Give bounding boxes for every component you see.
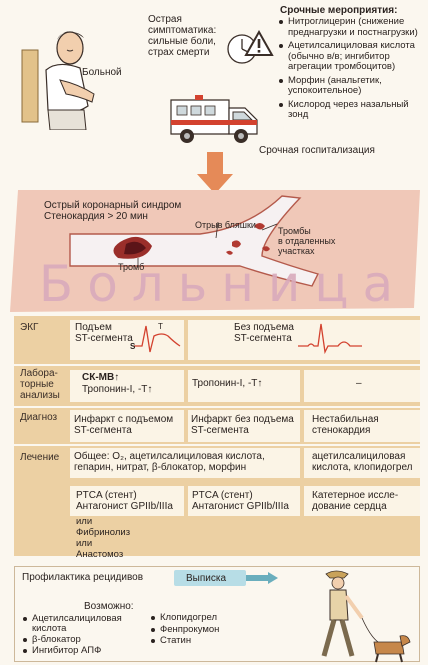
treatment-col3-cell bbox=[304, 448, 420, 478]
urgent-list: Нитроглицерин (снижение преднагрузки и п… bbox=[278, 16, 424, 124]
treatment-label: Лечение bbox=[20, 452, 60, 463]
treatment-c3-cell bbox=[304, 486, 420, 516]
discharge-arrow bbox=[246, 572, 278, 584]
diagnosis-cell-2 bbox=[188, 410, 300, 442]
distal-thrombi-label: Тромбы в отдаленных участках bbox=[278, 226, 336, 256]
ecg-cell-st-no bbox=[188, 320, 420, 360]
treatment-general: Общее: O₂, ацетилсалициловая кислота,геп… bbox=[74, 451, 265, 473]
st-no-label: Без подъема ST-сегмента bbox=[234, 322, 294, 344]
symptoms-text: Острая симптоматика: сильные боли, страх… bbox=[148, 14, 217, 58]
prevention-right-list: Клопидогрел Фенпрокумон Статин bbox=[150, 612, 240, 648]
treatment-stemi-pci: PTCA (стент)Антагонист GPIIb/IIIa bbox=[76, 490, 173, 512]
possible-label: Возможно: bbox=[84, 601, 134, 612]
prevention-item: Статин bbox=[150, 635, 240, 647]
lab-troponin-1: Тропонин-I, -T↑ bbox=[82, 384, 153, 395]
diagnosis-label: Диагноз bbox=[20, 412, 58, 423]
lab-ckmb: СК-МВ↑ bbox=[82, 372, 120, 383]
lab-none: – bbox=[356, 378, 362, 389]
prevention-item: β-блокатор bbox=[22, 635, 130, 645]
lab-cell-2 bbox=[188, 370, 300, 402]
diagnosis-cell-1 bbox=[70, 410, 184, 442]
lab-troponin-2: Тропонин-I, -T↑ bbox=[192, 378, 263, 389]
treatment-c2-cell bbox=[188, 486, 300, 516]
ambulance-icon bbox=[170, 95, 258, 143]
treatment-stemi-alternatives: или Фибринолиз или Анастомоз bbox=[76, 516, 131, 560]
acs-label: Острый коронарный синдром bbox=[44, 200, 182, 211]
urgent-item: Ацетилсалициловая кислота (обычно в/в; и… bbox=[278, 40, 424, 73]
prevention-title: Профилактика рецидивов bbox=[22, 572, 144, 583]
hospital-scene bbox=[10, 190, 420, 312]
prevention-item: Клопидогрел bbox=[150, 612, 240, 624]
ecg-st-elevation-trace bbox=[134, 325, 181, 353]
urgent-item: Кислород через назальный зонд bbox=[278, 99, 424, 121]
man-walking-dog-illustration bbox=[321, 570, 411, 663]
lab-cell-1 bbox=[70, 370, 184, 402]
hospital-watermark: Больница bbox=[38, 255, 408, 313]
st-up-label: Подъем ST-сегмента bbox=[75, 322, 133, 344]
prevention-item: Ингибитор АПФ bbox=[22, 646, 130, 656]
down-arrow bbox=[197, 152, 233, 194]
prevention-left-list: Ацетилсалициловая кислота β-блокатор Инг… bbox=[22, 614, 130, 657]
prevention-item: Фенпрокумон bbox=[150, 624, 240, 636]
ecg-label: ЭКГ bbox=[20, 322, 39, 333]
treatment-c1-cell bbox=[70, 486, 184, 516]
urgent-title: Срочные мероприятия: bbox=[280, 5, 398, 16]
patient-label: Больной bbox=[82, 67, 122, 78]
diagnosis-cell-3 bbox=[304, 410, 420, 442]
thrombus-label: Тромб bbox=[118, 262, 145, 272]
lab-label: Лабора- торные анализы bbox=[20, 368, 60, 401]
angina-label: Стенокардия > 20 мин bbox=[44, 211, 148, 222]
treatment-catheterization: Катетерное иссле-дование сердца bbox=[312, 490, 399, 512]
urgent-item: Нитроглицерин (снижение преднагрузки и п… bbox=[278, 16, 424, 38]
ecg-normal-trace bbox=[298, 323, 362, 355]
treatment-nstemi-pci: PTCA (стент)Антагонист GPIIb/IIIa bbox=[192, 490, 289, 512]
prevention-item: Ацетилсалициловая кислота bbox=[22, 614, 130, 634]
plaque-rupture-label: Отрыв бляшки bbox=[195, 220, 256, 230]
hospitalization-label: Срочная госпитализация bbox=[259, 145, 375, 156]
treatment-general-cell bbox=[70, 448, 300, 478]
urgent-item: Морфин (анальгетик, успокоительное) bbox=[278, 75, 424, 97]
discharge-label: Выписка bbox=[186, 573, 227, 584]
ecg-cell-st-up bbox=[70, 320, 184, 360]
patient-illustration bbox=[21, 31, 95, 130]
s-wave-mark: S bbox=[130, 342, 136, 351]
lab-cell-3 bbox=[304, 370, 420, 402]
discharge-badge bbox=[174, 570, 246, 586]
warning-icon bbox=[244, 30, 274, 56]
t-wave-mark: T bbox=[158, 322, 163, 331]
